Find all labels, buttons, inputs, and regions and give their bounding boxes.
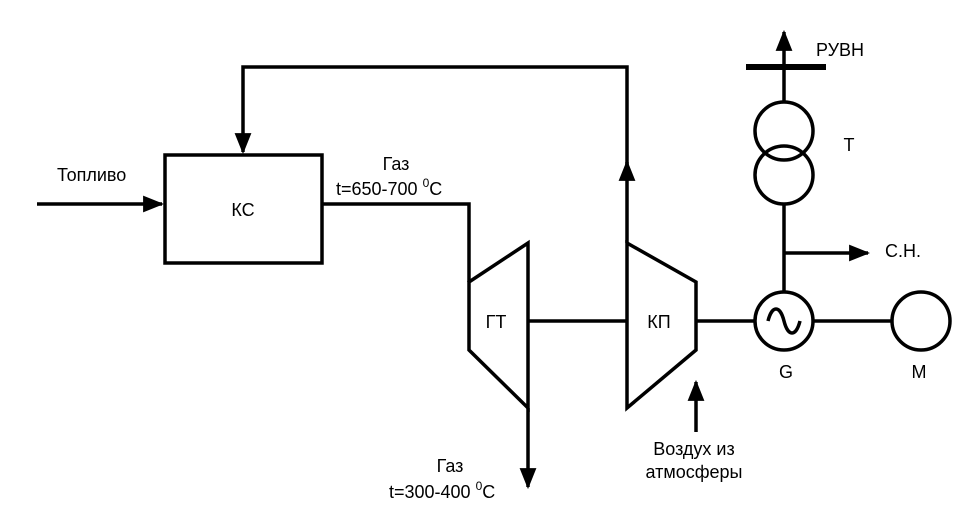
air-label-1: Воздух из (653, 439, 734, 459)
busbar-label: РУВН (816, 40, 864, 60)
compressor (625, 240, 698, 412)
aux-label: С.Н. (885, 241, 921, 261)
fuel-label: Топливо (57, 165, 126, 185)
turbine-label: ГТ (486, 312, 507, 332)
transformer-circle-upper (753, 100, 815, 162)
gas-out-title: Газ (437, 456, 464, 476)
generator-label: G (779, 362, 793, 382)
gas-in-temp: t=650-700 0C (336, 176, 442, 199)
compressed-air-line (234, 65, 629, 175)
hot-gas-line (322, 202, 471, 282)
gas-in-title: Газ (383, 154, 410, 174)
combustor-label: КС (231, 200, 254, 220)
transformer-circle-lower (753, 144, 815, 206)
gas-out-temp: t=300-400 0C (389, 479, 495, 502)
transformer-label: Т (844, 135, 855, 155)
motor-circle (890, 290, 952, 352)
generator-sine-icon (766, 307, 802, 335)
compressor-label: КП (647, 312, 670, 332)
air-label-2: атмосферы (645, 462, 742, 482)
combustor-box (163, 153, 324, 265)
motor-label: M (912, 362, 927, 382)
